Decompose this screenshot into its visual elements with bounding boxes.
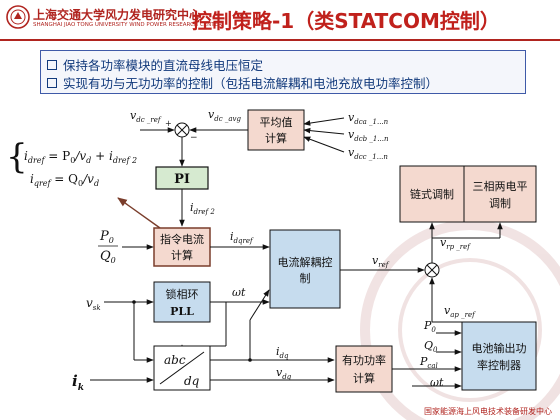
bullet-item: 实现有功与无功功率的控制（包括电流解耦和电池充放电功率控制） bbox=[47, 73, 438, 92]
watermark-seal bbox=[360, 220, 560, 420]
annotation-arrow bbox=[117, 197, 161, 229]
label-i-dq: idq bbox=[276, 345, 289, 360]
label-i-dqref: idqref bbox=[230, 230, 254, 245]
label-i-k: ik bbox=[72, 372, 84, 393]
three-phase-label-2: 调制 bbox=[489, 197, 511, 210]
pll-block-label-1: 锁相环 bbox=[166, 287, 199, 301]
chain-modulation-label: 链式调制 bbox=[410, 187, 454, 201]
pi-block-label: PI bbox=[174, 172, 190, 187]
minus-sign: − bbox=[190, 133, 198, 143]
decoupling-block-label-1: 电流解耦控 bbox=[278, 255, 333, 269]
label-i-dref2: idref 2 bbox=[190, 201, 215, 216]
label-v-dcc: vdcc _1...n bbox=[348, 146, 388, 161]
battery-power-controller-block bbox=[461, 321, 537, 391]
wire-i-dq-to-decoupling bbox=[249, 289, 270, 321]
wire-v-dcc bbox=[303, 136, 345, 153]
title-rule bbox=[0, 39, 560, 41]
label-omega-t: ωt bbox=[232, 286, 246, 299]
abc-label: abc bbox=[164, 353, 186, 367]
command-block-label-1: 指令电流 bbox=[160, 232, 204, 246]
equation-brace: { bbox=[6, 137, 28, 177]
label-battery-omega-t: ωt bbox=[430, 376, 444, 389]
label-v-ref: vref bbox=[372, 254, 390, 269]
label-p0: P0 bbox=[99, 229, 114, 245]
pll-block bbox=[153, 281, 211, 323]
active-power-block-label-1: 有功功率 bbox=[342, 353, 386, 367]
label-v-dca: vdca _1...n bbox=[348, 111, 389, 126]
university-logo bbox=[6, 5, 30, 29]
label-q0: Q0 bbox=[100, 249, 116, 265]
transform-slash bbox=[159, 351, 205, 385]
active-power-calc-block bbox=[335, 345, 393, 393]
bullet-text: 实现有功与无功功率的控制（包括电流解耦和电池充放电功率控制） bbox=[63, 76, 439, 91]
three-phase-label-1: 三相两电平 bbox=[473, 180, 528, 193]
average-block-label-1: 平均值 bbox=[260, 116, 293, 129]
battery-block-label-1: 电池输出功 bbox=[472, 341, 527, 355]
label-v-dq: vdq bbox=[276, 366, 292, 381]
label-v-dc-avg: vdc _avg bbox=[208, 108, 241, 123]
bullet-text: 保持各功率模块的直流母线电压恒定 bbox=[63, 58, 264, 73]
wire-v-dcb bbox=[303, 127, 345, 135]
org-name-en: SHANGHAI JIAO TONG UNIVERSITY WIND POWER… bbox=[33, 22, 222, 28]
org-name-cn: 上海交通大学风力发电研究中心 bbox=[33, 8, 202, 22]
three-phase-modulation-block bbox=[463, 165, 537, 223]
reference-equations: { idref = P0/vd + idref 2 iqref = Q0/vd bbox=[6, 137, 137, 188]
current-decoupling-block bbox=[269, 229, 341, 309]
battery-block-label-2: 率控制器 bbox=[477, 358, 521, 372]
average-calc-block bbox=[247, 109, 305, 151]
label-p-cal: Pcal bbox=[419, 355, 438, 370]
label-battery-q0: Q0 bbox=[424, 339, 438, 354]
summing-junction-voltage bbox=[424, 262, 440, 278]
wire-v-dca bbox=[303, 117, 345, 126]
label-v-rp-ref: vrp _ref bbox=[440, 236, 471, 251]
slide-header: 上海交通大学风力发电研究中心 SHANGHAI JIAO TONG UNIVER… bbox=[0, 0, 560, 41]
command-block-label-2: 计算 bbox=[171, 248, 193, 262]
checkbox-square-icon bbox=[47, 60, 57, 70]
checkbox-square-icon bbox=[47, 78, 57, 88]
equation-line-1: idref = P0/vd + idref 2 bbox=[24, 149, 137, 165]
decoupling-block-label-2: 制 bbox=[300, 272, 311, 285]
average-block-label-2: 计算 bbox=[265, 131, 287, 145]
chain-modulation-block bbox=[399, 165, 465, 223]
label-v-dc-ref: vdc _ref bbox=[130, 109, 162, 124]
dq-label: dq bbox=[184, 374, 200, 388]
active-power-block-label-2: 计算 bbox=[353, 371, 375, 385]
footer-org: 国家能源海上风电技术装备研发中心 bbox=[424, 407, 552, 416]
plus-sign: + bbox=[165, 119, 172, 128]
summing-junction-dc bbox=[174, 122, 190, 138]
bullet-list: 保持各功率模块的直流母线电压恒定 实现有功与无功功率的控制（包括电流解耦和电池充… bbox=[40, 50, 526, 94]
label-v-ap-ref: vap _ref bbox=[444, 304, 476, 319]
label-battery-p0: P0 bbox=[423, 319, 436, 334]
pll-block-label-2: PLL bbox=[170, 305, 194, 318]
equation-line-2: iqref = Q0/vd bbox=[30, 172, 99, 188]
slide-title: 控制策略-1（类STATCOM控制） bbox=[192, 9, 500, 33]
bullet-item: 保持各功率模块的直流母线电压恒定 bbox=[47, 55, 263, 74]
label-v-dcb: vdcb _1...n bbox=[348, 128, 389, 143]
label-v-sk: vsk bbox=[86, 296, 101, 312]
